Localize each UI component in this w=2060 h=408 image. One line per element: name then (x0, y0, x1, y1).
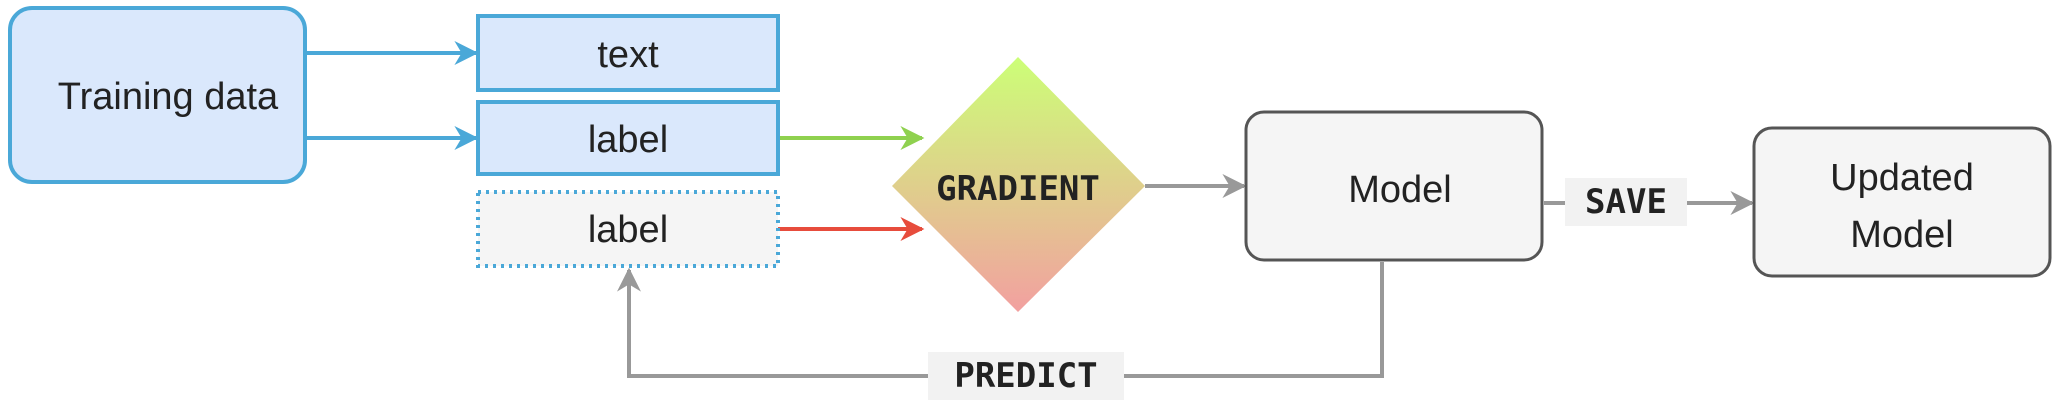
gradient-label: GRADIENT (936, 169, 1100, 209)
updated-model-label-line2: Model (1850, 214, 1954, 256)
training-data-label: Training data (58, 76, 279, 118)
training-data-node: Training data (8, 6, 307, 184)
updated-model-label-line1: Updated (1830, 157, 1974, 199)
label-field-node: label (476, 100, 780, 176)
model-label: Model (1348, 169, 1452, 211)
predicted-label-node: label (476, 190, 780, 268)
save-label: SAVE (1585, 182, 1667, 222)
predicted-label-label: label (588, 209, 668, 251)
text-field-node: text (476, 14, 780, 92)
text-field-label: text (597, 34, 659, 76)
updated-model-node: Updated Model (1752, 126, 2052, 278)
save-edge-label: SAVE (1565, 178, 1687, 226)
label-field-label: label (588, 119, 668, 161)
predict-edge-label: PREDICT (928, 352, 1124, 400)
gradient-node: GRADIENT (892, 57, 1145, 312)
model-node: Model (1244, 110, 1544, 262)
predict-label: PREDICT (954, 356, 1097, 396)
